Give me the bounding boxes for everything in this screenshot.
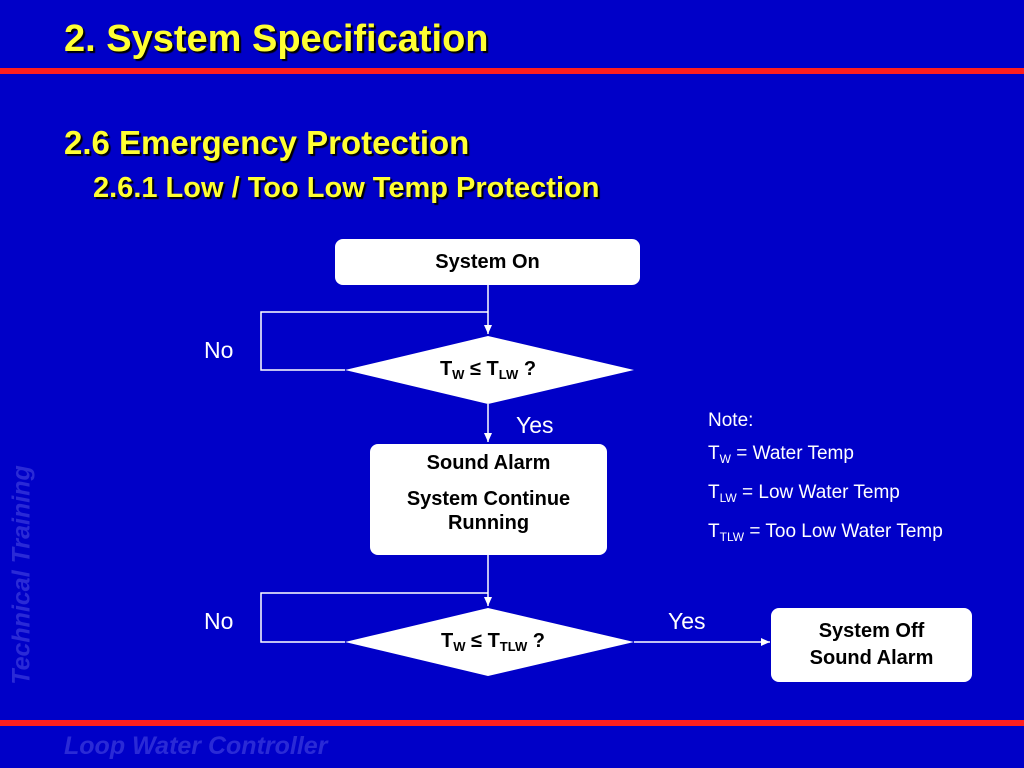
start-label: System On [435, 251, 540, 273]
footer-watermark: Loop Water Controller [64, 732, 328, 760]
decision2-yes-label: Yes [668, 608, 706, 634]
decision1-yes-label: Yes [516, 412, 554, 438]
note-item: TW = Water Temp [708, 443, 854, 466]
loop-decision2-no [260, 592, 488, 643]
bottom-rule [0, 720, 1024, 726]
decision2-no-label: No [204, 608, 234, 634]
alarm-line2: System Continue Running [406, 488, 571, 534]
end-box: System Off Sound Alarm [771, 608, 972, 682]
decision1-diamond [345, 336, 634, 404]
page-title: 2. System Specification [64, 18, 489, 60]
note-block: Note: TW = Water Temp TLW = Low Water Te… [708, 404, 943, 554]
note-item: TLW = Low Water Temp [708, 482, 900, 505]
note-heading: Note: [708, 410, 754, 431]
start-box: System On [335, 239, 640, 285]
section-heading: 2.6 Emergency Protection [64, 124, 470, 161]
end-line2: Sound Alarm [809, 647, 934, 669]
subsection-heading: 2.6.1 Low / Too Low Temp Protection [93, 172, 600, 204]
end-line1: System Off [818, 620, 925, 642]
alarm-line1: Sound Alarm [426, 452, 551, 474]
decision2-text: TW ≤ TTLW ? [440, 630, 546, 654]
loop-decision1-no [260, 311, 488, 371]
top-rule [0, 68, 1024, 74]
alarm-box: Sound Alarm System Continue Running [370, 444, 607, 555]
decision1-text: TW ≤ TLW ? [439, 358, 537, 382]
note-item: TTLW = Too Low Water Temp [708, 521, 943, 544]
decision2-diamond [345, 608, 634, 676]
decision1-no-label: No [204, 337, 234, 363]
